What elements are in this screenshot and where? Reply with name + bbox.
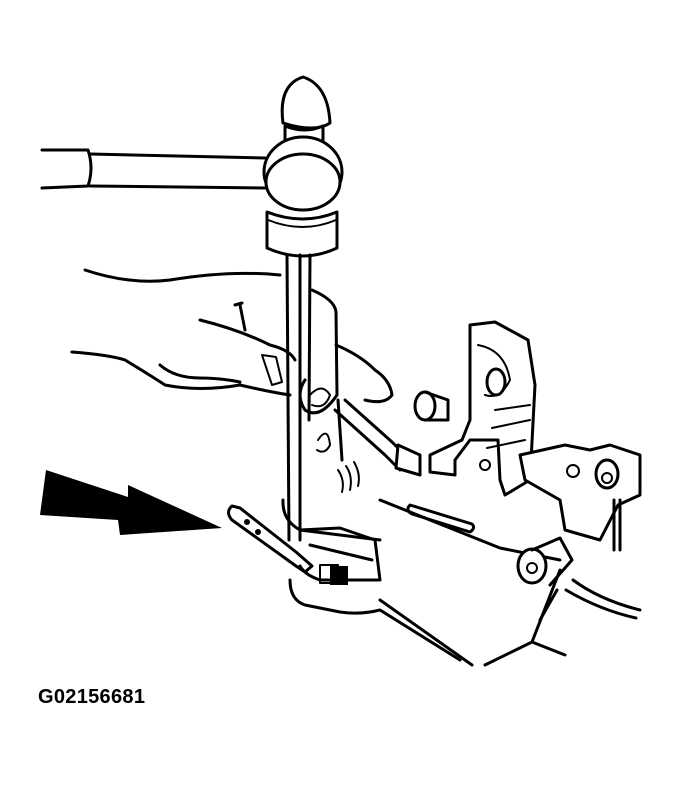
hand-icon	[70, 268, 394, 462]
arrow-icon	[40, 470, 222, 535]
figure-caption: G02156681	[38, 686, 146, 708]
punch-icon	[285, 253, 312, 542]
linkage-assembly	[227, 320, 642, 667]
hammer-icon	[40, 75, 344, 258]
